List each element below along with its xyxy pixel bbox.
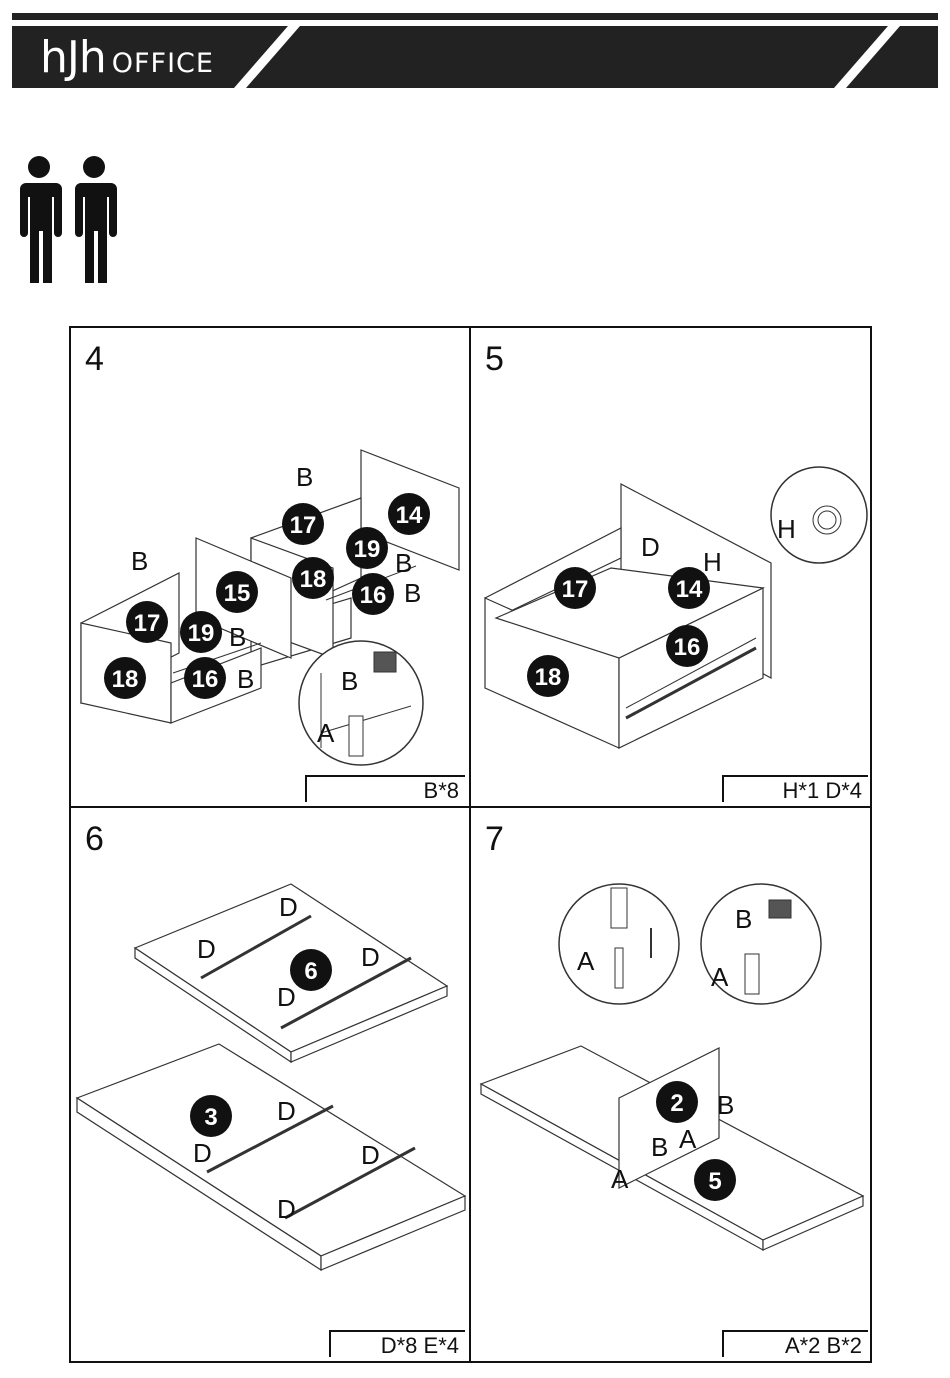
label-b: B	[717, 1090, 734, 1120]
parts-list: A*2 B*2	[722, 1330, 868, 1357]
step-6-panel: 6 D D D D D D	[71, 808, 469, 1361]
part-18-badge: 18	[300, 566, 327, 593]
part-19-badge: 19	[354, 536, 381, 563]
label-b: B	[237, 664, 254, 694]
label-d: D	[361, 1140, 380, 1170]
step-5-panel: 5 D H H 17 14 16 18	[471, 328, 872, 806]
part-18-badge: 18	[112, 666, 139, 693]
label-d: D	[193, 1138, 212, 1168]
label-b: B	[296, 462, 313, 492]
label-a: A	[611, 1164, 629, 1194]
parts-list: D*8 E*4	[329, 1330, 465, 1357]
part-17-badge: 17	[134, 610, 161, 637]
label-a: A	[577, 946, 595, 976]
label-b: B	[404, 578, 421, 608]
parts-list: B*8	[305, 775, 465, 802]
label-d: D	[641, 532, 660, 562]
label-d: D	[361, 942, 380, 972]
parts-list: H*1 D*4	[722, 775, 868, 802]
part-16-badge: 16	[674, 634, 701, 661]
label-d: D	[277, 1194, 296, 1224]
part-2-badge: 2	[670, 1090, 683, 1117]
part-14-badge: 14	[396, 502, 423, 529]
part-15-badge: 15	[224, 580, 251, 607]
step-5-drawing: D H H 17 14 16 18	[471, 328, 872, 806]
two-person-icon	[12, 155, 122, 290]
part-16-badge: 16	[360, 582, 387, 609]
part-5-badge: 5	[708, 1168, 721, 1195]
label-b: B	[341, 666, 358, 696]
step-7-drawing: A B A B B A A 2 5	[471, 808, 872, 1361]
label-b: B	[131, 546, 148, 576]
label-b: B	[395, 548, 412, 578]
label-d: D	[279, 892, 298, 922]
label-h: H	[703, 547, 722, 577]
part-18-badge: 18	[535, 664, 562, 691]
part-3-badge: 3	[204, 1104, 217, 1131]
part-6-badge: 6	[304, 958, 317, 985]
part-17-badge: 17	[290, 512, 317, 539]
part-16-badge: 16	[192, 666, 219, 693]
brand-main: hJh	[40, 32, 106, 83]
part-19-badge: 19	[188, 620, 215, 647]
label-b: B	[651, 1132, 668, 1162]
step-4-panel: 4 B	[71, 328, 469, 806]
instruction-grid: 4 B	[69, 326, 872, 1363]
label-a: A	[317, 718, 335, 748]
label-h: H	[777, 514, 796, 544]
label-a: A	[711, 962, 729, 992]
brand-sub: OFFICE	[112, 48, 214, 79]
label-a: A	[679, 1124, 697, 1154]
label-b: B	[735, 904, 752, 934]
label-d: D	[277, 982, 296, 1012]
label-d: D	[197, 934, 216, 964]
part-17-badge: 17	[562, 576, 589, 603]
label-d: D	[277, 1096, 296, 1126]
step-6-drawing: D D D D D D D D 6 3	[71, 808, 469, 1361]
step-4-drawing: B B B B B B B A 14 17 19 18 16 15 17 19 …	[71, 328, 469, 806]
part-14-badge: 14	[676, 576, 703, 603]
step-7-panel: 7 A B A B B A A 2	[471, 808, 872, 1361]
label-b: B	[229, 622, 246, 652]
